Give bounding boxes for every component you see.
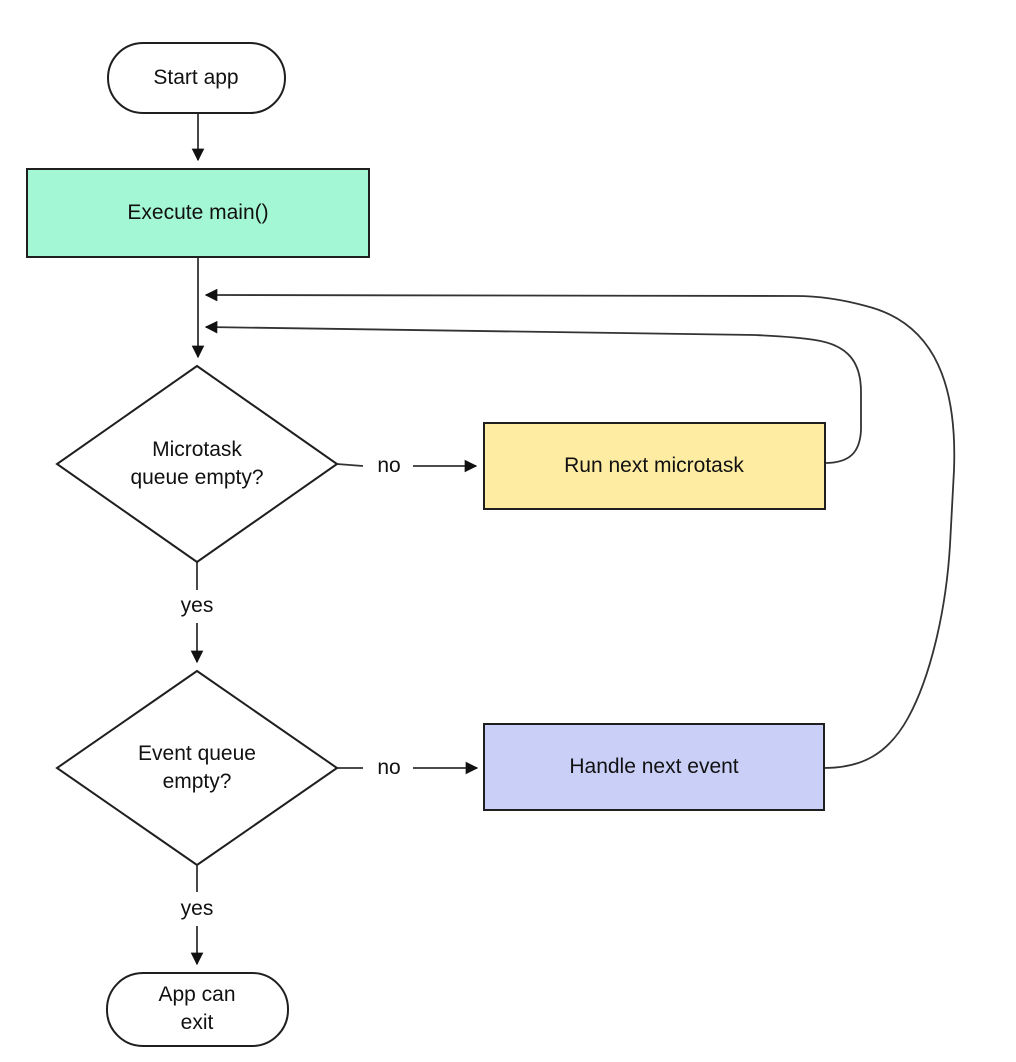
run-microtask-process-shape	[483, 422, 826, 510]
start-node-label: Start app	[153, 66, 239, 89]
handle-event-process-shape	[483, 723, 825, 811]
microtask-decision-label: Microtask queue empty?	[130, 438, 264, 489]
microtask-yes-edge-label: yes	[180, 594, 214, 617]
microtask-decision-shape	[55, 364, 339, 564]
app-exit-terminator-shape	[106, 972, 289, 1047]
run-microtask-node-label: Run next microtask	[564, 454, 744, 477]
handle-event-node-label: Handle next event	[569, 755, 739, 778]
edge-handle-event-loopback	[204, 288, 956, 769]
event-decision-shape	[55, 669, 339, 867]
execute-main-process-shape	[26, 168, 370, 258]
microtask-no-edge-label: no	[377, 454, 401, 477]
event-no-edge-label: no	[377, 756, 401, 779]
edge-microtask-no-stub	[336, 463, 364, 467]
execute-main-node-label: Execute main()	[127, 201, 269, 224]
start-terminator-shape	[107, 42, 286, 114]
event-yes-edge-label: yes	[180, 897, 214, 920]
app-exit-node-label: App can exit	[158, 983, 236, 1034]
event-decision-label: Event queue empty?	[138, 742, 256, 793]
edge-run-microtask-loopback	[204, 320, 862, 464]
